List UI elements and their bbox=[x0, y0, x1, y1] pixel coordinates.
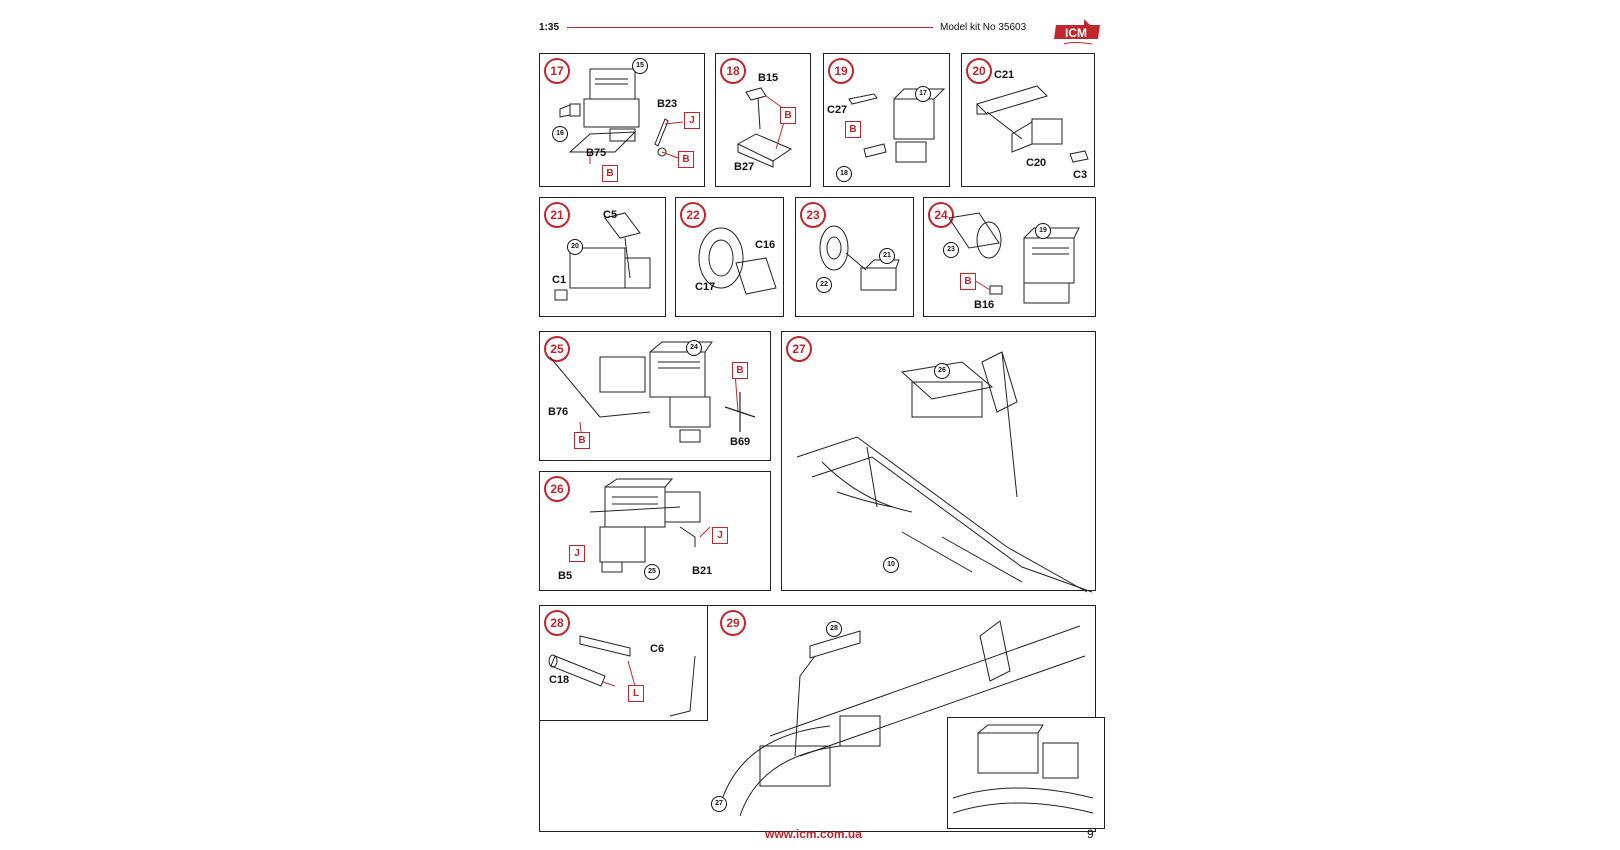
footer-url[interactable]: www.icm.com.ua bbox=[765, 827, 862, 841]
part-label: B5 bbox=[558, 570, 573, 582]
svg-text:ICM: ICM bbox=[1065, 26, 1087, 40]
part-label: C16 bbox=[755, 239, 776, 251]
paint-code: B bbox=[602, 165, 618, 182]
part-label: C18 bbox=[549, 674, 570, 686]
paint-code: B bbox=[780, 107, 796, 124]
callout-ref: 18 bbox=[836, 166, 852, 182]
callout-ref: 27 bbox=[711, 796, 727, 812]
header-rule bbox=[567, 27, 933, 28]
muffler-drawing bbox=[548, 635, 696, 717]
chassis-exhaust-drawing bbox=[719, 620, 1086, 817]
step-26-panel: 26 25 B5 B21 J J bbox=[539, 471, 771, 591]
callout-ref: 21 bbox=[879, 248, 895, 264]
page-number: 9 bbox=[1087, 827, 1094, 841]
part-label: C1 bbox=[552, 274, 567, 286]
step-number: 17 bbox=[544, 58, 570, 84]
step-18-panel: 18 B15 B27 B bbox=[715, 53, 811, 187]
callout-ref: 28 bbox=[826, 621, 842, 637]
inset-detail-drawing bbox=[952, 724, 1094, 814]
step-number: 23 bbox=[800, 202, 826, 228]
engine-assembly-drawing bbox=[549, 341, 756, 443]
detail-inset bbox=[947, 717, 1105, 829]
part-label: C17 bbox=[695, 281, 716, 293]
step-28-panel: 28 C6 C18 L bbox=[539, 605, 708, 721]
paint-code: L bbox=[628, 685, 644, 702]
callout-ref: 15 bbox=[632, 58, 648, 74]
part-label: B75 bbox=[586, 147, 607, 159]
part-label: C20 bbox=[1026, 157, 1047, 169]
step-number: 20 bbox=[966, 58, 992, 84]
part-label: B27 bbox=[734, 161, 755, 173]
engine-block-drawing bbox=[559, 68, 684, 164]
step-27-panel: 27 26 10 bbox=[781, 331, 1096, 593]
step-number: 29 bbox=[720, 610, 746, 636]
part-label: C6 bbox=[650, 643, 665, 655]
clutch-housing-drawing bbox=[819, 225, 900, 291]
engine-detail-drawing bbox=[579, 478, 711, 573]
transmission-drawing bbox=[554, 212, 651, 301]
callout-ref: 24 bbox=[686, 340, 702, 356]
model-number: Model kit No 35603 bbox=[940, 22, 1027, 33]
step-number: 18 bbox=[720, 58, 746, 84]
scale-label: 1:35 bbox=[539, 22, 560, 33]
step-number: 22 bbox=[680, 202, 706, 228]
callout-ref: 20 bbox=[567, 239, 583, 255]
step-22-panel: 22 C16 C17 bbox=[675, 197, 784, 317]
step-number: 27 bbox=[786, 336, 812, 362]
paint-code: B bbox=[678, 151, 694, 168]
part-label: C3 bbox=[1073, 169, 1088, 181]
part-label: C27 bbox=[827, 104, 848, 116]
part-label: C5 bbox=[603, 209, 618, 221]
callout-ref: 25 bbox=[644, 564, 660, 580]
step-25-panel: 25 24 B76 B69 B B bbox=[539, 331, 771, 461]
callout-ref: 17 bbox=[915, 86, 931, 102]
callout-ref: 19 bbox=[1035, 223, 1051, 239]
paint-code: J bbox=[712, 527, 728, 544]
step-20-panel: 20 C21 C20 C3 bbox=[961, 53, 1095, 187]
callout-ref: 16 bbox=[552, 126, 568, 142]
lever-drawing bbox=[736, 87, 793, 168]
part-label: B15 bbox=[758, 72, 779, 84]
step-number: 26 bbox=[544, 476, 570, 502]
step-24-panel: 24 19 23 B16 B bbox=[923, 197, 1096, 317]
gearbox-drawing bbox=[976, 85, 1089, 163]
step-number: 21 bbox=[544, 202, 570, 228]
step-19-panel: 19 17 18 C27 B bbox=[823, 53, 950, 187]
paint-code: B bbox=[960, 273, 976, 290]
engine-gearbox-drawing bbox=[948, 212, 1080, 304]
step-17-panel: 17 15 16 B23 B75 J B B bbox=[539, 53, 705, 187]
callout-ref: 22 bbox=[816, 277, 832, 293]
part-label: B23 bbox=[657, 98, 678, 110]
step-number: 24 bbox=[928, 202, 954, 228]
callout-ref: 23 bbox=[943, 242, 959, 258]
paint-code: B bbox=[732, 362, 748, 379]
paint-code: J bbox=[684, 112, 700, 129]
step-23-panel: 23 21 22 bbox=[795, 197, 914, 317]
paint-code: B bbox=[574, 432, 590, 449]
part-label: B21 bbox=[692, 565, 713, 577]
paint-code: B bbox=[845, 121, 861, 138]
part-label: B69 bbox=[730, 436, 751, 448]
step-number: 28 bbox=[544, 610, 570, 636]
part-label: C21 bbox=[994, 69, 1015, 81]
callout-ref: 10 bbox=[883, 557, 899, 573]
step-number: 25 bbox=[544, 336, 570, 362]
step-number: 19 bbox=[828, 58, 854, 84]
step-21-panel: 21 20 C5 C1 bbox=[539, 197, 666, 317]
bellhousing-drawing bbox=[698, 227, 777, 295]
callout-ref: 26 bbox=[934, 363, 950, 379]
chassis-frame-drawing bbox=[796, 351, 1093, 593]
paint-code: J bbox=[569, 545, 585, 562]
icm-logo: ICM bbox=[1054, 17, 1102, 47]
part-label: B76 bbox=[548, 406, 569, 418]
part-label: B16 bbox=[974, 299, 995, 311]
